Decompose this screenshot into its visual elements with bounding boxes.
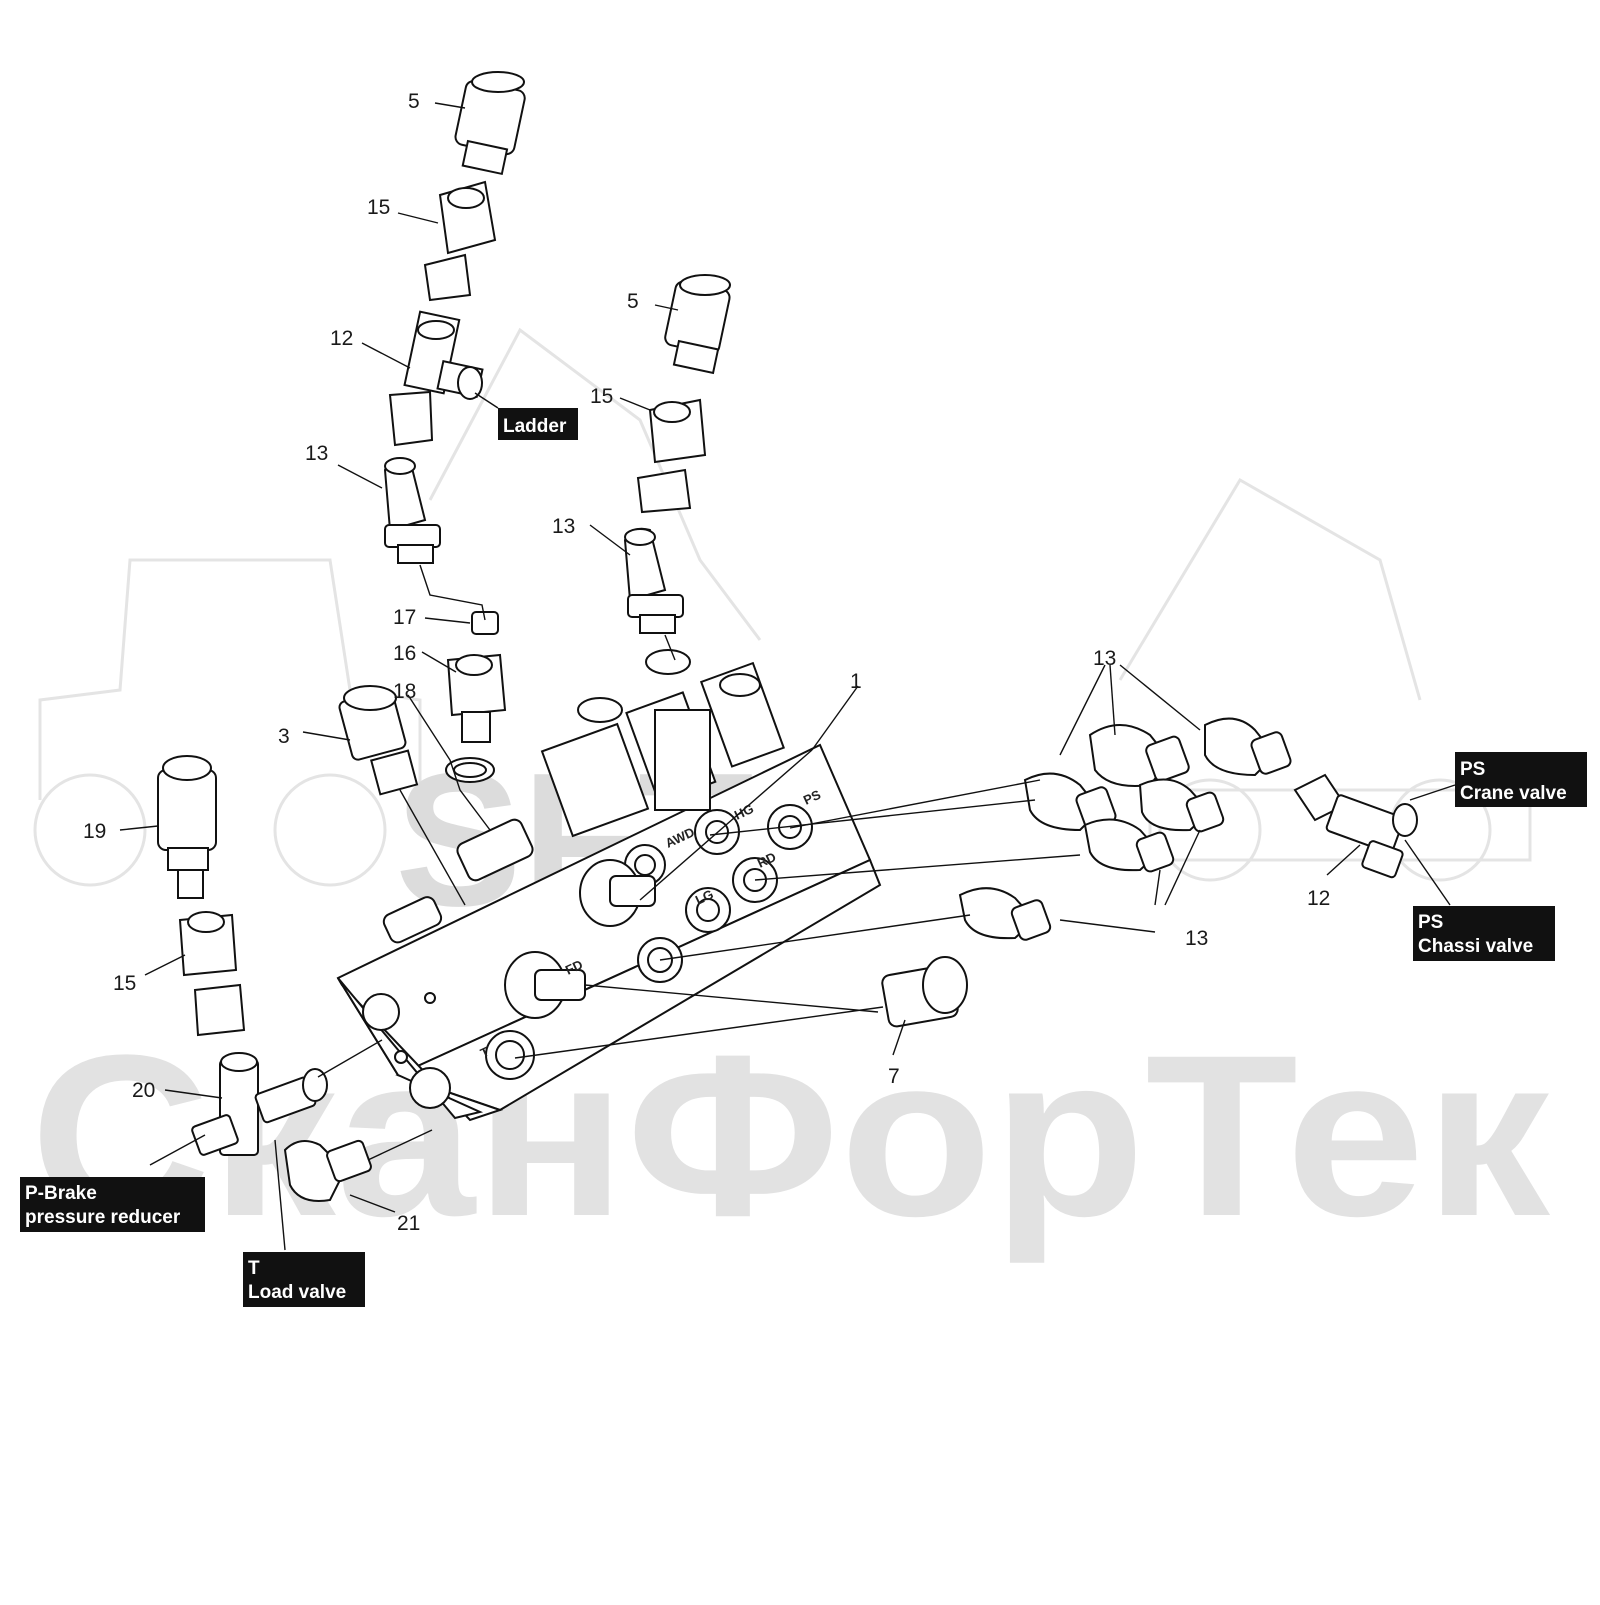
tag-ps-chassi-line2: Chassi valve bbox=[1418, 936, 1533, 957]
tag-p-brake: P-Brake pressure reducer bbox=[20, 1177, 205, 1232]
callout-numbers: 5 15 12 13 17 16 18 3 5 15 13 1 13 13 12… bbox=[83, 90, 1330, 1235]
watermark-brand: СканФорТек bbox=[30, 1007, 1551, 1264]
callout-1: 1 bbox=[850, 670, 862, 693]
callout-5-center: 5 bbox=[627, 290, 639, 313]
callout-17: 17 bbox=[393, 606, 416, 629]
left-bottom-stack bbox=[157, 755, 372, 1202]
tag-ps-crane-line2: Crane valve bbox=[1460, 783, 1567, 804]
callout-15-top-left: 15 bbox=[367, 196, 390, 219]
callout-21: 21 bbox=[397, 1212, 420, 1235]
center-top-stack bbox=[623, 274, 731, 634]
tag-ladder: Ladder bbox=[498, 408, 578, 440]
callout-3: 3 bbox=[278, 725, 290, 748]
right-elbows bbox=[881, 717, 1418, 1028]
callout-20: 20 bbox=[132, 1079, 155, 1102]
tag-p-brake-line2: pressure reducer bbox=[25, 1207, 181, 1228]
port-label-rd: RD bbox=[755, 849, 778, 871]
port-label-ps: PS bbox=[801, 787, 823, 808]
callout-13-top-left: 13 bbox=[305, 442, 328, 465]
tag-ps-chassi-line1: PS bbox=[1418, 912, 1443, 933]
connection-tags: Ladder PS Crane valve PS Chassi valve P-… bbox=[20, 408, 1587, 1307]
callout-19: 19 bbox=[83, 820, 106, 843]
callout-15-center: 15 bbox=[590, 385, 613, 408]
port-label-fd: FD bbox=[563, 957, 585, 978]
tag-ladder-line1: Ladder bbox=[503, 416, 567, 437]
port-label-hg: HG bbox=[732, 801, 756, 823]
callout-7: 7 bbox=[888, 1065, 900, 1088]
tag-p-brake-line1: P-Brake bbox=[25, 1183, 97, 1204]
callout-18: 18 bbox=[393, 680, 416, 703]
callout-12-right: 12 bbox=[1307, 887, 1330, 910]
tag-t-load-line2: Load valve bbox=[248, 1282, 346, 1303]
tag-ps-chassi-valve: PS Chassi valve bbox=[1413, 906, 1555, 961]
valve-block: AWD HG PS RD LG FD T bbox=[336, 649, 882, 1122]
callout-16: 16 bbox=[393, 642, 416, 665]
tag-ps-crane-line1: PS bbox=[1460, 759, 1485, 780]
tag-t-load-line1: T bbox=[248, 1258, 260, 1279]
tag-t-load-valve: T Load valve bbox=[243, 1252, 365, 1307]
left-top-stack bbox=[338, 71, 526, 796]
callout-12-top-left: 12 bbox=[330, 327, 353, 350]
callout-13-right-bottom: 13 bbox=[1185, 927, 1208, 950]
callout-15-bottom-left: 15 bbox=[113, 972, 136, 995]
port-label-lg: LG bbox=[693, 886, 716, 907]
callout-5-top-left: 5 bbox=[408, 90, 420, 113]
callout-13-right-top: 13 bbox=[1093, 647, 1116, 670]
callout-13-center: 13 bbox=[552, 515, 575, 538]
tag-ps-crane-valve: PS Crane valve bbox=[1455, 752, 1587, 807]
leader-lines bbox=[119, 102, 1456, 1251]
